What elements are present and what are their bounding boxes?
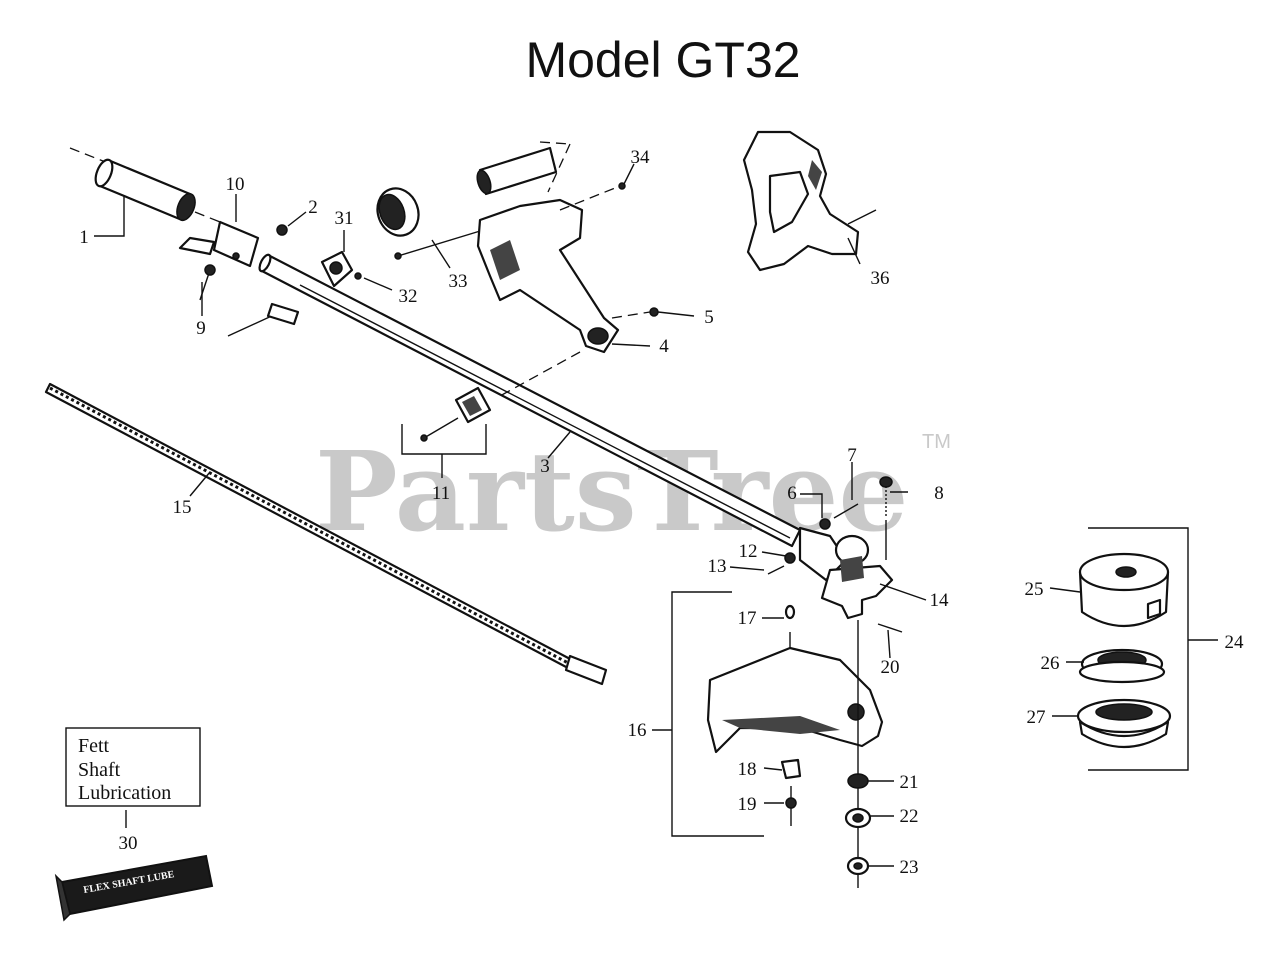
- leader-3: [547, 431, 571, 459]
- callout-10: 10: [226, 174, 245, 195]
- part-3-drive-shaft[interactable]: [257, 253, 802, 548]
- part-21-washer[interactable]: [847, 773, 869, 789]
- callout-23: 23: [900, 857, 919, 878]
- part-11-knob-bolt[interactable]: [420, 386, 492, 442]
- callout-8: 8: [934, 483, 944, 504]
- part-19-nut[interactable]: [785, 786, 797, 826]
- part-22-nut[interactable]: [844, 807, 872, 829]
- part-36-loop-handle[interactable]: [742, 130, 877, 272]
- callout-31: 31: [335, 208, 354, 229]
- bracket-11: [401, 424, 487, 455]
- part-18-clip[interactable]: [780, 758, 802, 780]
- part-15-flex-shaft[interactable]: [44, 382, 608, 686]
- callout-16: 16: [628, 720, 647, 741]
- axis-line-6: [611, 311, 651, 319]
- part-34-nut[interactable]: [618, 182, 626, 190]
- callout-21: 21: [900, 772, 919, 793]
- part-30-lube-tube[interactable]: FLEX SHAFT LUBE: [54, 854, 214, 922]
- callout-20: 20: [881, 657, 900, 678]
- part-5-nut[interactable]: [649, 307, 659, 317]
- axis-line-1: [69, 147, 109, 164]
- lubrication-box: [65, 727, 201, 807]
- leader-25: [1049, 587, 1081, 593]
- leader-32: [363, 277, 393, 291]
- leader-1: [94, 196, 125, 237]
- callout-9: 9: [196, 318, 206, 339]
- bracket-24: [1088, 527, 1189, 771]
- part-7-screw[interactable]: [833, 503, 859, 519]
- leader-34: [623, 163, 635, 185]
- callout-22: 22: [900, 806, 919, 827]
- callout-11: 11: [432, 483, 450, 504]
- part-assist-handle[interactable]: [475, 146, 620, 354]
- leader-18: [763, 767, 783, 771]
- lubrication-line-3: Lubrication: [78, 782, 171, 804]
- callout-25: 25: [1025, 579, 1044, 600]
- part-6-washer[interactable]: [819, 518, 831, 530]
- part-26-spool[interactable]: [1078, 648, 1166, 684]
- part-10-throttle-housing[interactable]: [178, 220, 260, 268]
- part-23-washer[interactable]: [846, 856, 870, 876]
- callout-33: 33: [449, 271, 468, 292]
- leader-4: [611, 343, 651, 347]
- axis-line-5: [559, 185, 621, 211]
- callout-32: 32: [399, 286, 418, 307]
- leader-20: [887, 629, 891, 659]
- part-20-screw[interactable]: [877, 623, 903, 633]
- axis-line-4: [547, 143, 571, 193]
- part-27-spool-base[interactable]: [1076, 698, 1172, 749]
- callout-2: 2: [308, 197, 318, 218]
- page-title: Model GT32: [525, 32, 800, 88]
- callout-13: 13: [708, 556, 727, 577]
- axis-line-2: [194, 211, 231, 227]
- part-8-screw[interactable]: [879, 476, 893, 560]
- callout-6: 6: [787, 483, 797, 504]
- leader-6: [800, 493, 823, 518]
- part-32-nut[interactable]: [354, 272, 362, 280]
- part-13-screw[interactable]: [767, 565, 785, 575]
- part-2-nut[interactable]: [276, 224, 288, 236]
- part-1-grip[interactable]: [92, 157, 198, 223]
- callout-15: 15: [173, 497, 192, 518]
- callout-34: 34: [631, 147, 651, 168]
- callout-12: 12: [739, 541, 758, 562]
- callout-19: 19: [738, 794, 757, 815]
- lubrication-line-2: Shaft: [78, 759, 121, 781]
- part-14-gear-head[interactable]: [798, 526, 894, 640]
- callout-1: 1: [79, 227, 89, 248]
- part-31-clamp[interactable]: [320, 250, 354, 288]
- callout-27: 27: [1027, 707, 1046, 728]
- callout-36: 36: [871, 268, 890, 289]
- callout-4: 4: [659, 336, 669, 357]
- axis-line-3: [539, 141, 571, 145]
- part-clip-screw[interactable]: [227, 302, 300, 337]
- part-16-guard[interactable]: [706, 604, 884, 754]
- leader-15: [189, 471, 211, 497]
- callout-24: 24: [1225, 632, 1245, 653]
- leader-5: [657, 311, 695, 317]
- callout-5: 5: [704, 307, 714, 328]
- callout-14: 14: [930, 590, 950, 611]
- part-12-nut[interactable]: [784, 552, 796, 564]
- leader-13: [729, 566, 765, 571]
- callout-30: 30: [119, 833, 138, 854]
- leader-2: [287, 211, 307, 227]
- lubrication-line-1: Fett: [78, 735, 110, 757]
- callout-18: 18: [738, 759, 757, 780]
- bracket-16: [671, 591, 764, 837]
- leader-14: [879, 583, 927, 601]
- callout-26: 26: [1041, 653, 1060, 674]
- part-25-spool-housing[interactable]: [1078, 552, 1170, 628]
- callout-3: 3: [540, 456, 550, 477]
- watermark-trademark: TM: [922, 431, 951, 453]
- leader-12: [761, 551, 787, 557]
- part-33-bumper-bolt[interactable]: [371, 183, 491, 260]
- leader-33: [431, 239, 451, 269]
- leader-36: [847, 237, 861, 265]
- callout-17: 17: [738, 608, 757, 629]
- callout-7: 7: [847, 445, 857, 466]
